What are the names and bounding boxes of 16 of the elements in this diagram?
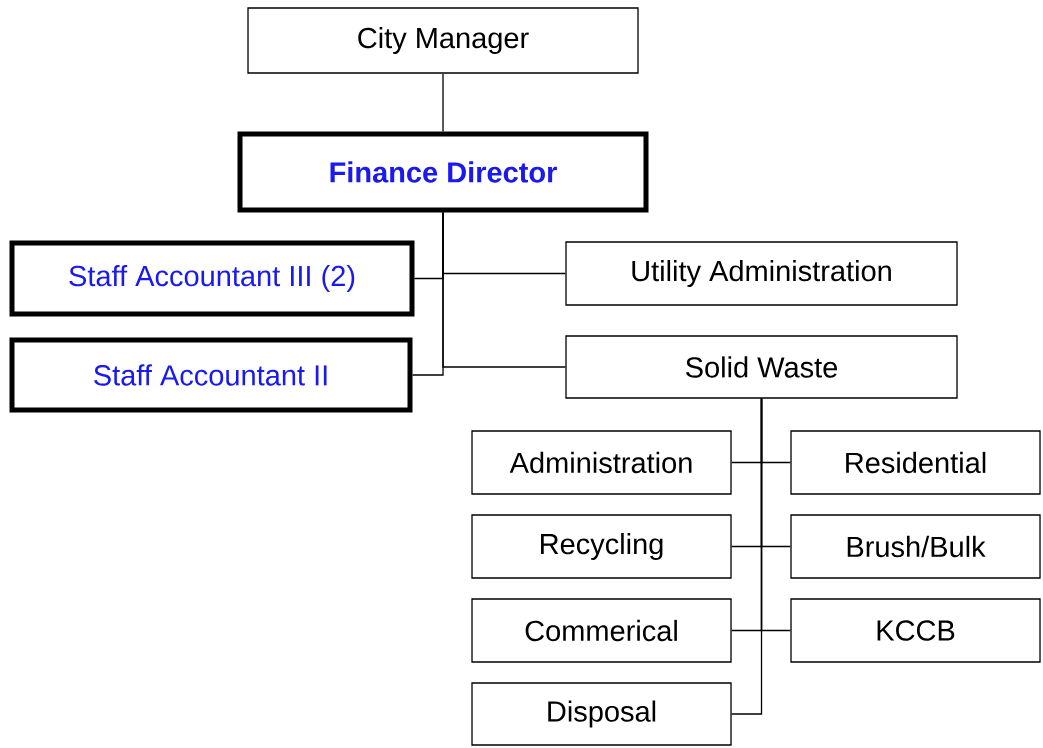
org-box: Residential bbox=[790, 430, 1041, 495]
org-box: Commerical bbox=[471, 598, 732, 663]
org-box: Brush/Bulk bbox=[790, 514, 1041, 579]
connector-line bbox=[442, 73, 444, 133]
connector-line bbox=[731, 398, 763, 715]
org-box: Disposal bbox=[471, 682, 732, 746]
org-box: Solid Waste bbox=[565, 335, 958, 399]
org-box: City Manager bbox=[247, 7, 639, 74]
org-box: Finance Director bbox=[237, 131, 649, 213]
org-box: KCCB bbox=[790, 598, 1041, 663]
org-box: Utility Administration bbox=[565, 241, 958, 306]
org-box: Recycling bbox=[471, 514, 732, 579]
org-box: Staff Accountant III (2) bbox=[9, 240, 415, 317]
org-box: Staff Accountant II bbox=[9, 337, 413, 413]
connector-line bbox=[442, 211, 566, 368]
org-box: Administration bbox=[471, 430, 732, 495]
